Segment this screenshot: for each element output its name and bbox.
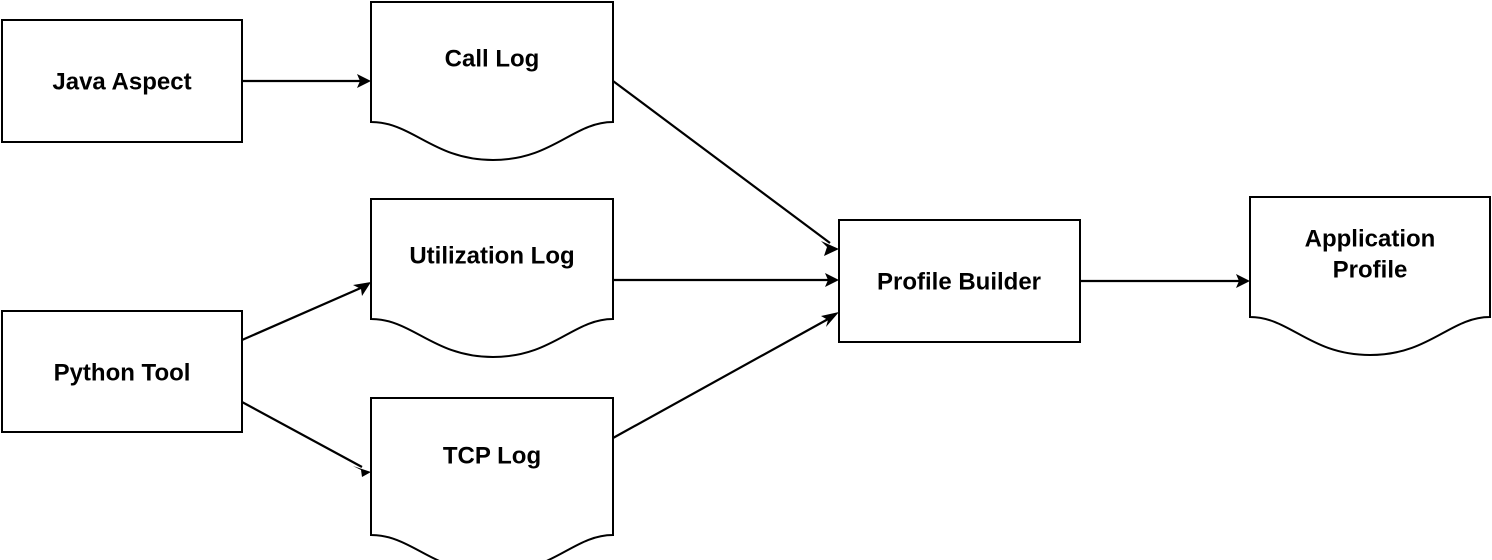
arrowhead-utilization-log	[353, 282, 371, 296]
node-java-aspect[interactable]: Java Aspect	[1, 19, 243, 143]
node-profile-builder[interactable]: Profile Builder	[838, 219, 1081, 343]
node-application-profile[interactable]: Application Profile	[1249, 196, 1491, 357]
edge-line-python-tool-to-tcp-log	[241, 401, 363, 468]
tcp-log-label: TCP Log	[443, 442, 541, 469]
java-aspect-rect[interactable]	[1, 19, 243, 143]
edge-profile-builder-to-application-profile[interactable]	[1080, 274, 1250, 288]
application-profile-label-line-2: Profile	[1333, 256, 1408, 283]
arrowhead-profile-builder-middle	[825, 273, 839, 287]
call-log-label: Call Log	[445, 45, 540, 72]
java-aspect-label: Java Aspect	[52, 68, 191, 95]
utilization-log-document-shape[interactable]	[370, 198, 614, 359]
application-profile-label-line-1: Application	[1305, 225, 1436, 252]
tcp-log-document-shape[interactable]	[370, 397, 614, 560]
utilization-log-label: Utilization Log	[409, 242, 574, 269]
python-tool-rect[interactable]	[1, 310, 243, 433]
edge-python-tool-to-tcp-log[interactable]	[241, 401, 371, 477]
edge-line-tcp-log-to-profile-builder	[612, 317, 831, 439]
node-python-tool[interactable]: Python Tool	[1, 310, 243, 433]
edge-line-call-log-to-profile-builder	[612, 80, 831, 244]
call-log-document-shape[interactable]	[370, 1, 614, 162]
arrowhead-application-profile	[1236, 274, 1250, 288]
profile-builder-rect[interactable]	[838, 219, 1081, 343]
node-tcp-log[interactable]: TCP Log	[370, 397, 614, 560]
edge-java-aspect-to-call-log[interactable]	[242, 74, 371, 88]
node-call-log[interactable]: Call Log	[370, 1, 614, 162]
arrowhead-profile-builder-top	[821, 241, 839, 256]
edge-utilization-log-to-profile-builder[interactable]	[613, 273, 839, 287]
edge-call-log-to-profile-builder[interactable]	[612, 80, 839, 256]
node-utilization-log[interactable]: Utilization Log	[370, 198, 614, 359]
edge-line-python-tool-to-utilization-log	[241, 285, 364, 342]
arrowhead-tcp-log	[353, 466, 371, 477]
edge-tcp-log-to-profile-builder[interactable]	[612, 312, 839, 439]
edge-python-tool-to-utilization-log[interactable]	[241, 282, 371, 342]
application-profile-document-shape[interactable]	[1249, 196, 1491, 357]
arrowhead-call-log	[357, 74, 371, 88]
arrowhead-profile-builder-bottom	[821, 312, 839, 327]
profile-builder-label: Profile Builder	[877, 268, 1041, 295]
python-tool-label: Python Tool	[54, 359, 191, 386]
